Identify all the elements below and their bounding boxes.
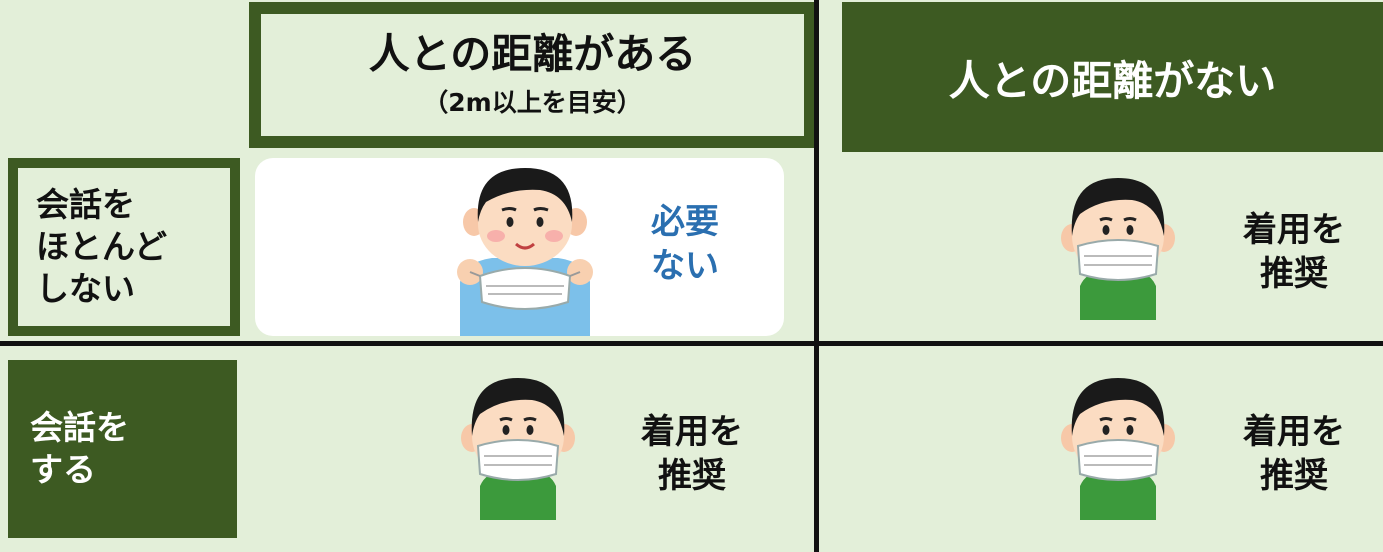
column-header-no-distance: 人との距離がない	[842, 2, 1383, 152]
divider-horizontal	[0, 341, 1383, 346]
boy-holding-mask-illustration	[457, 168, 593, 336]
column-title-with-distance: 人との距離がある	[368, 30, 697, 79]
row-label-little-talking: 会話を ほとんど しない	[36, 184, 168, 309]
boy-wearing-mask-illustration	[1061, 378, 1175, 520]
verdict-no-distance-little-talking: 着用を 推奨	[1243, 210, 1345, 295]
divider-vertical	[814, 0, 819, 552]
boy-wearing-mask-illustration	[1061, 178, 1175, 320]
verdict-distance-talking: 着用を 推奨	[641, 412, 743, 497]
row-label-talking: 会話を する	[30, 407, 129, 489]
verdict-no-distance-talking: 着用を 推奨	[1243, 412, 1345, 497]
column-header-with-distance: 人との距離がある （2m以上を目安）	[249, 2, 816, 148]
column-note-with-distance: （2m以上を目安）	[423, 87, 642, 117]
row-header-little-talking: 会話を ほとんど しない	[8, 158, 240, 336]
boy-wearing-mask-illustration	[461, 378, 575, 520]
column-title-no-distance: 人との距離がない	[948, 57, 1277, 105]
row-header-talking: 会話を する	[8, 360, 237, 538]
verdict-distance-little-talking: 必要 ない	[651, 202, 719, 287]
